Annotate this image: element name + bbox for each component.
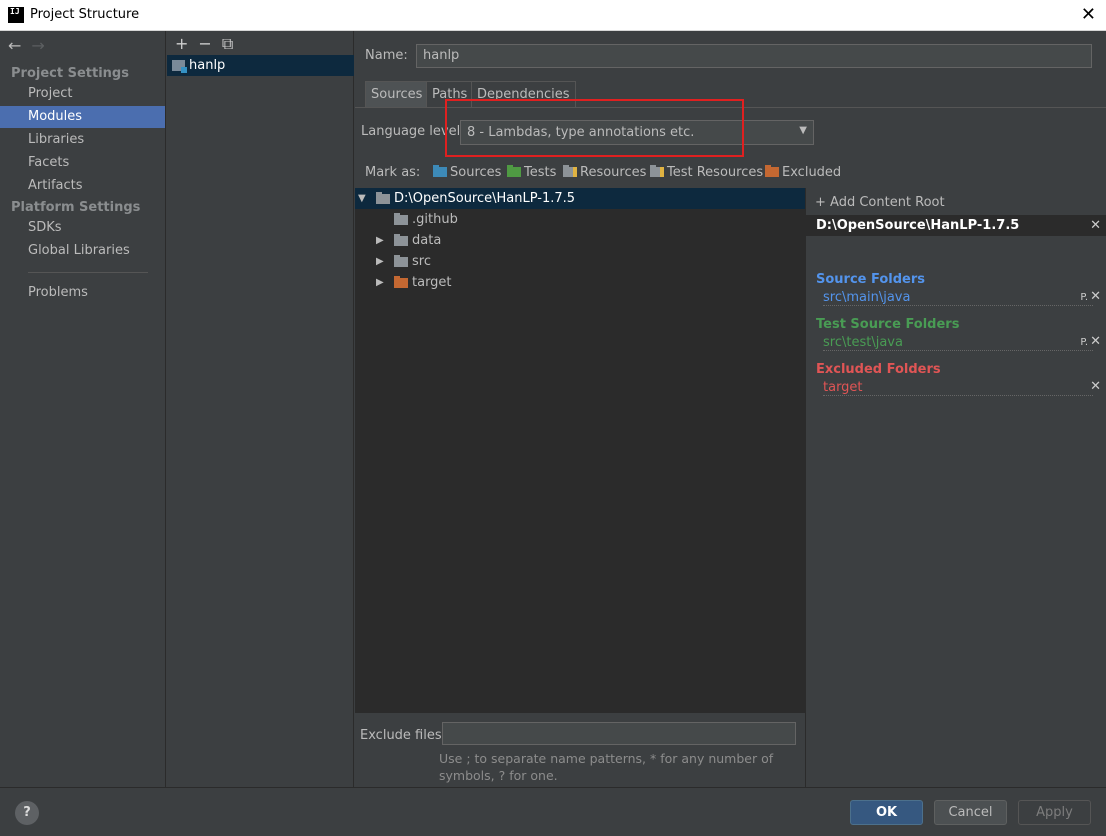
add-content-root-button[interactable]: + Add Content Root: [815, 195, 945, 210]
cancel-button[interactable]: Cancel: [934, 800, 1007, 825]
tree-row[interactable]: ▼ D:\OpenSource\HanLP-1.7.5: [355, 188, 805, 209]
copy-module-icon[interactable]: ⧉: [221, 34, 234, 53]
package-prefix-icon[interactable]: P.: [1080, 292, 1088, 303]
remove-root-icon[interactable]: ✕: [1090, 218, 1101, 233]
sidebar-item-artifacts[interactable]: Artifacts: [28, 178, 83, 193]
tree-item-label: .github: [412, 212, 458, 227]
add-module-icon[interactable]: +: [175, 34, 189, 53]
package-prefix-icon[interactable]: P.: [1080, 337, 1088, 348]
dialog-footer: ? OK Cancel Apply: [0, 787, 1106, 836]
intellij-logo-icon: IJ: [8, 7, 24, 23]
sidebar-item-global-libraries[interactable]: Global Libraries: [28, 243, 130, 258]
module-settings-panel: Name: hanlp Sources Paths Dependencies L…: [355, 31, 1106, 788]
expand-arrow-icon[interactable]: ▶: [376, 256, 384, 267]
ok-button[interactable]: OK: [850, 800, 923, 825]
sidebar-item-project[interactable]: Project: [28, 86, 73, 101]
mark-resources-button[interactable]: Resources: [563, 165, 646, 180]
mark-tests-label: Tests: [524, 165, 557, 180]
back-arrow-icon[interactable]: ←: [8, 36, 22, 55]
content-root-path: D:\OpenSource\HanLP-1.7.5: [816, 218, 1020, 233]
mark-test-resources-button[interactable]: Test Resources: [650, 165, 763, 180]
mark-tests-button[interactable]: Tests: [507, 165, 556, 180]
tree-item-label: D:\OpenSource\HanLP-1.7.5: [394, 191, 576, 206]
excluded-folder-path: target: [823, 379, 1093, 396]
folder-icon: [394, 213, 408, 225]
tree-row[interactable]: ▶ target: [355, 272, 805, 293]
excluded-folder-icon: [765, 165, 779, 177]
mark-sources-button[interactable]: Sources: [433, 165, 501, 180]
folder-icon: [394, 255, 408, 267]
language-level-label: Language level:: [361, 124, 465, 139]
folder-icon: [394, 234, 408, 246]
module-item-label: hanlp: [189, 58, 226, 73]
mark-test-resources-label: Test Resources: [667, 165, 764, 180]
test-source-folder-path: src\test\java: [823, 334, 1093, 351]
tree-row[interactable]: .github: [355, 209, 805, 230]
content-root-tree: ▼ D:\OpenSource\HanLP-1.7.5 .github ▶ da…: [355, 188, 805, 713]
close-window-icon[interactable]: ✕: [1080, 4, 1096, 25]
tab-divider: [355, 107, 1106, 108]
sources-folder-icon: [433, 165, 447, 177]
mark-sources-label: Sources: [450, 165, 502, 180]
exclude-files-input[interactable]: [442, 722, 796, 745]
platform-settings-header: Platform Settings: [11, 200, 141, 215]
expand-arrow-icon[interactable]: ▼: [358, 193, 366, 204]
test-source-folders-header: Test Source Folders: [816, 317, 960, 332]
language-level-dropdown[interactable]: 8 - Lambdas, type annotations etc. ▼: [460, 120, 814, 145]
resources-folder-icon: [563, 165, 577, 177]
tree-item-label: data: [412, 233, 442, 248]
test-resources-folder-icon: [650, 165, 664, 177]
remove-module-icon[interactable]: −: [198, 34, 212, 53]
tab-paths[interactable]: Paths: [426, 81, 474, 107]
mark-excluded-label: Excluded: [782, 165, 842, 180]
source-folder-path: src\main\java: [823, 289, 1093, 306]
sidebar-item-libraries[interactable]: Libraries: [28, 132, 85, 147]
content-root-header: D:\OpenSource\HanLP-1.7.5 ✕: [806, 215, 1106, 236]
tree-row[interactable]: ▶ data: [355, 230, 805, 251]
tree-item-label: target: [412, 275, 452, 290]
dropdown-arrow-icon: ▼: [799, 125, 807, 136]
exclude-files-hint: Use ; to separate name patterns, * for a…: [439, 751, 774, 783]
tab-sources[interactable]: Sources: [365, 81, 429, 107]
remove-test-folder-icon[interactable]: ✕: [1090, 334, 1101, 349]
nav-arrows: ←→: [8, 36, 55, 55]
help-button[interactable]: ?: [15, 801, 39, 825]
module-name-field[interactable]: hanlp: [416, 44, 1092, 68]
sidebar-item-facets[interactable]: Facets: [28, 155, 70, 170]
mark-resources-label: Resources: [580, 165, 647, 180]
folder-icon: [376, 192, 390, 204]
sidebar-divider: [28, 272, 148, 273]
tests-folder-icon: [507, 165, 521, 177]
module-list-panel: +−⧉ hanlp: [167, 31, 354, 787]
module-folder-icon: [172, 60, 187, 73]
name-label: Name:: [365, 48, 408, 63]
apply-button[interactable]: Apply: [1018, 800, 1091, 825]
settings-sidebar: ←→ Project Settings Project Modules Libr…: [0, 31, 166, 787]
language-level-value: 8 - Lambdas, type annotations etc.: [467, 125, 695, 140]
forward-arrow-icon[interactable]: →: [31, 36, 45, 55]
mark-excluded-button[interactable]: Excluded: [765, 165, 841, 180]
excluded-folder-icon: [394, 276, 408, 288]
module-item-hanlp[interactable]: hanlp: [167, 55, 354, 76]
tree-item-label: src: [412, 254, 431, 269]
project-settings-header: Project Settings: [11, 66, 129, 81]
window-title: Project Structure: [30, 7, 140, 22]
expand-arrow-icon[interactable]: ▶: [376, 277, 384, 288]
title-bar: IJ Project Structure ✕: [0, 0, 1106, 31]
excluded-folders-header: Excluded Folders: [816, 362, 941, 377]
tab-dependencies[interactable]: Dependencies: [471, 81, 576, 107]
remove-source-folder-icon[interactable]: ✕: [1090, 289, 1101, 304]
remove-excluded-folder-icon[interactable]: ✕: [1090, 379, 1101, 394]
sidebar-item-sdks[interactable]: SDKs: [28, 220, 62, 235]
sidebar-item-problems[interactable]: Problems: [28, 285, 88, 300]
module-toolbar: +−⧉: [175, 34, 243, 54]
source-folders-header: Source Folders: [816, 272, 926, 287]
exclude-files-label: Exclude files:: [360, 728, 447, 743]
content-roots-panel: + Add Content Root D:\OpenSource\HanLP-1…: [805, 188, 1106, 788]
tree-row[interactable]: ▶ src: [355, 251, 805, 272]
expand-arrow-icon[interactable]: ▶: [376, 235, 384, 246]
mark-as-label: Mark as:: [365, 165, 421, 180]
highlight-annotation-box: [445, 99, 744, 157]
sidebar-item-modules[interactable]: Modules: [0, 106, 165, 128]
